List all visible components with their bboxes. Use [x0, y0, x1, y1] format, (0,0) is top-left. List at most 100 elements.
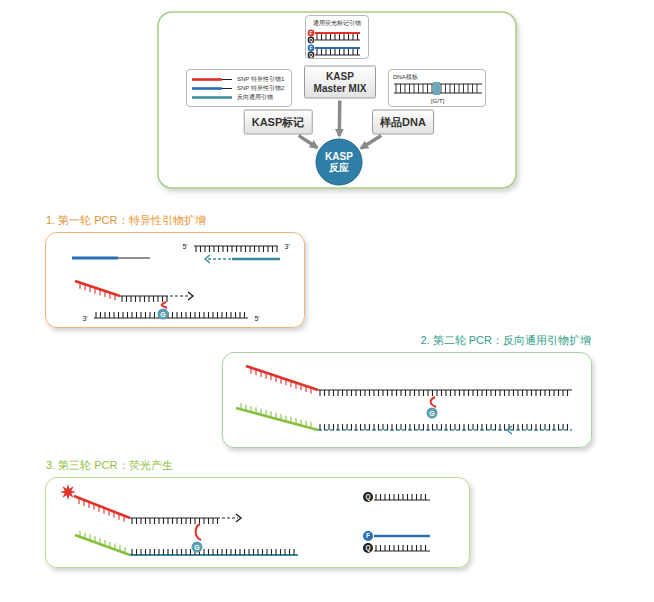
base-tick: [244, 312, 245, 318]
base-tick: [148, 296, 149, 302]
base-tick: [468, 84, 469, 93]
base-tick: [172, 549, 173, 555]
base-tick: [240, 403, 241, 409]
base-tick: [342, 424, 343, 430]
primer-tail: [75, 281, 120, 296]
base-tick: [463, 424, 464, 430]
base-tick: [369, 390, 370, 396]
step-panel: 2. 第二轮 PCR：反向通用引物扩增: [222, 352, 592, 448]
base-tick: [468, 424, 469, 430]
base-tick: [499, 390, 500, 396]
symbol-letter: G: [160, 311, 165, 318]
base-tick: [126, 296, 127, 302]
base-tick: [212, 518, 213, 524]
base-tick: [418, 424, 419, 430]
base-tick: [89, 286, 90, 292]
base-tick: [425, 494, 426, 500]
base-tick: [79, 531, 80, 537]
base-tick: [94, 288, 95, 294]
base-tick: [109, 542, 110, 548]
base-tick: [93, 504, 94, 510]
base-tick: [118, 312, 119, 318]
base-tick: [227, 246, 228, 252]
base-tick: [330, 49, 331, 55]
base-tick: [416, 494, 417, 500]
base-tick: [481, 424, 482, 430]
base-tick: [89, 534, 90, 540]
base-tick: [517, 390, 518, 396]
base-tick: [95, 312, 96, 318]
base-tick: [351, 390, 352, 396]
base-tick: [78, 498, 79, 504]
base-tick: [423, 390, 424, 396]
base-tick: [203, 518, 204, 524]
base-tick: [477, 390, 478, 396]
base-tick: [230, 549, 231, 555]
base-tick: [209, 246, 210, 252]
base-tick: [409, 424, 410, 430]
step-title: 1. 第一轮 PCR：特异性引物扩增: [46, 213, 206, 228]
base-tick: [114, 294, 115, 300]
base-tick: [260, 371, 261, 377]
base-tick: [504, 424, 505, 430]
base-tick: [121, 296, 122, 302]
base-tick: [204, 246, 205, 252]
base-tick: [275, 376, 276, 382]
base-tick: [84, 284, 85, 290]
base-tick: [250, 406, 251, 412]
snp-base: [431, 397, 436, 407]
base-tick: [423, 424, 424, 430]
base-tick: [495, 390, 496, 396]
base-tick: [346, 424, 347, 430]
base-tick: [113, 512, 114, 518]
base-tick: [79, 283, 80, 289]
base-tick: [119, 545, 120, 551]
callout-text: SNP 特异性引物2: [237, 84, 287, 93]
base-tick: [163, 549, 164, 555]
step-title: 2. 第二轮 PCR：反向通用引物扩增: [420, 333, 591, 348]
snp-primer: [192, 78, 222, 81]
overview-panel: [158, 12, 516, 188]
base-tick: [441, 84, 442, 93]
base-tick: [258, 246, 259, 252]
base-tick: [355, 424, 356, 430]
base-tick: [212, 549, 213, 555]
base-tick: [124, 547, 125, 553]
base-tick: [235, 549, 236, 555]
base-tick: [378, 424, 379, 430]
base-tick: [230, 312, 231, 318]
fluor-strand: [315, 47, 360, 49]
base-tick: [504, 390, 505, 396]
base-tick: [486, 390, 487, 396]
base-tick: [94, 536, 95, 542]
arrow-head: [507, 426, 512, 434]
base-tick: [380, 545, 381, 551]
base-tick: [402, 494, 403, 500]
base-tick: [131, 518, 132, 524]
base-tick: [140, 312, 141, 318]
flow-arrow: [361, 136, 381, 149]
quencher-dot: [363, 543, 373, 553]
flow-arrow: [338, 101, 342, 137]
base-tick: [477, 424, 478, 430]
dna-strand: [94, 317, 248, 318]
base-tick: [172, 518, 173, 524]
base-tick: [513, 424, 514, 430]
symbol-letter: G: [194, 544, 199, 551]
base-tick: [267, 246, 268, 252]
callout-box: DNA模板[G/T]: [388, 69, 486, 107]
base-tick: [414, 424, 415, 430]
base-tick: [393, 494, 394, 500]
base-tick: [357, 49, 358, 55]
base-tick: [290, 381, 291, 387]
base-tick: [364, 390, 365, 396]
base-tick: [436, 424, 437, 430]
base-tick: [450, 84, 451, 93]
base-tick: [217, 312, 218, 318]
base-tick: [263, 246, 264, 252]
base-tick: [167, 549, 168, 555]
base-tick: [481, 390, 482, 396]
base-tick: [289, 549, 290, 555]
base-tick: [104, 540, 105, 546]
base-tick: [167, 518, 168, 524]
